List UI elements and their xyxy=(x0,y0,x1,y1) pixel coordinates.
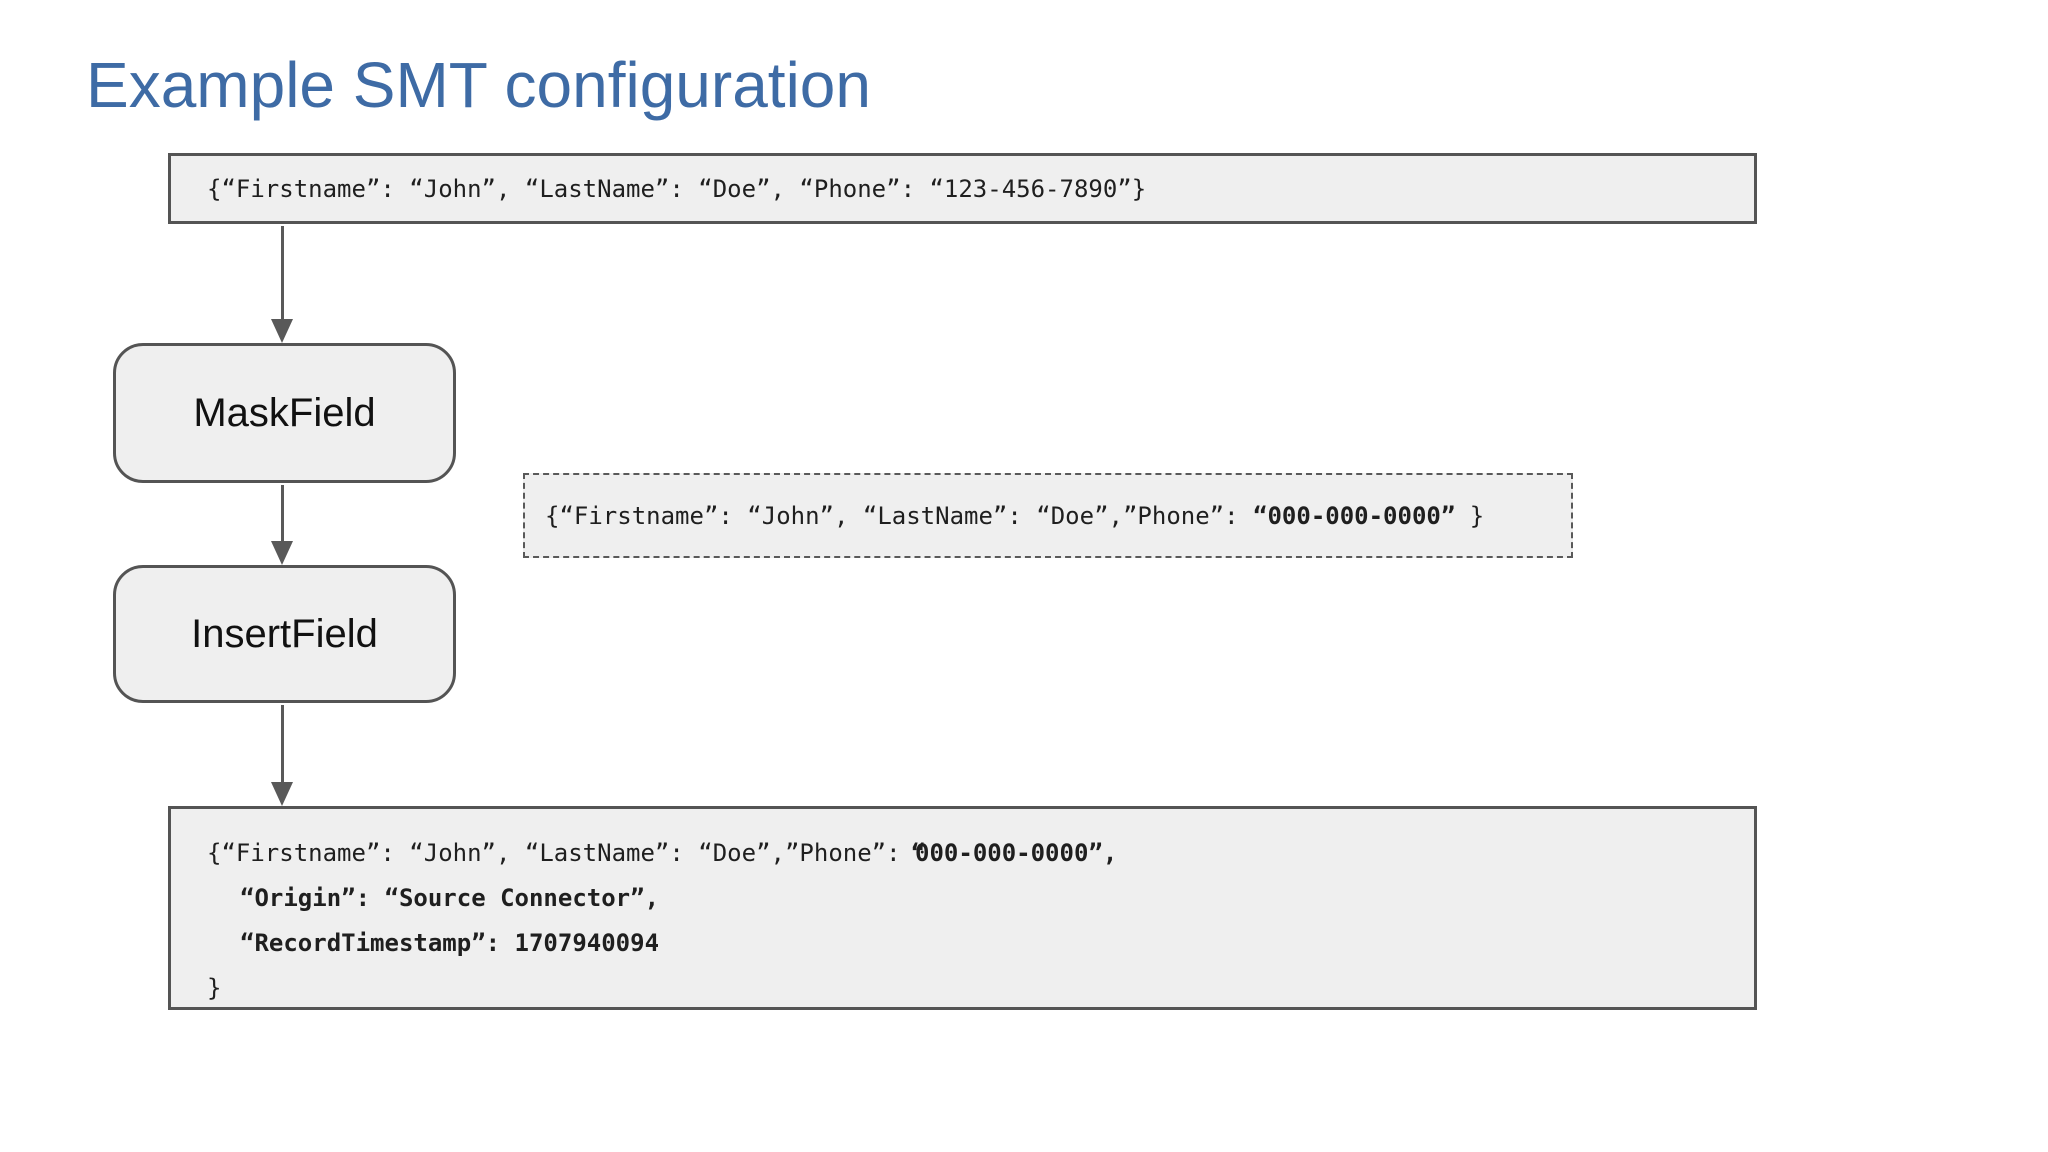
step-label-maskfield: MaskField xyxy=(193,390,376,435)
masked-record-box: {“Firstname”: “John”, “LastName”: “Doe”,… xyxy=(523,473,1573,558)
flow-arrow-maskfield-to-insertfield xyxy=(271,485,293,565)
masked-record-text: {“Firstname”: “John”, “LastName”: “Doe”,… xyxy=(545,502,1484,530)
output-record-line4-brace: } xyxy=(207,974,222,1002)
output-record-line1: {“Firstname”: “John”, “LastName”: “Doe”,… xyxy=(207,839,1118,867)
slide-title: Example SMT configuration xyxy=(86,49,871,121)
masked-phone-value: “000-000-0000” xyxy=(1253,501,1456,530)
output-record-box: {“Firstname”: “John”, “LastName”: “Doe”,… xyxy=(168,806,1757,1010)
masked-record-suffix: } xyxy=(1455,501,1485,530)
flow-arrow-insertfield-to-output xyxy=(271,705,293,806)
masked-record-prefix: {“Firstname”: “John”, “LastName”: “Doe”,… xyxy=(545,501,1254,530)
output-line1-prefix: {“Firstname”: “John”, “LastName”: “Doe”,… xyxy=(207,839,916,867)
output-record-line3-timestamp: “RecordTimestamp”: 1707940094 xyxy=(240,929,660,957)
arrow-down-icon xyxy=(271,782,293,806)
flow-arrow-input-to-maskfield xyxy=(271,226,293,343)
arrow-down-icon xyxy=(271,319,293,343)
arrow-shaft xyxy=(281,705,284,784)
input-record-text: {“Firstname”: “John”, “LastName”: “Doe”,… xyxy=(207,174,1147,203)
arrow-shaft xyxy=(281,485,284,543)
input-record-box: {“Firstname”: “John”, “LastName”: “Doe”,… xyxy=(168,153,1757,224)
output-record-line2-origin: “Origin”: “Source Connector”, xyxy=(240,884,660,912)
step-box-insertfield: InsertField xyxy=(113,565,456,703)
step-box-maskfield: MaskField xyxy=(113,343,456,483)
arrow-shaft xyxy=(281,226,284,321)
step-label-insertfield: InsertField xyxy=(191,611,378,656)
output-phone-value: 000-000-0000”, xyxy=(915,839,1118,867)
arrow-down-icon xyxy=(271,541,293,565)
